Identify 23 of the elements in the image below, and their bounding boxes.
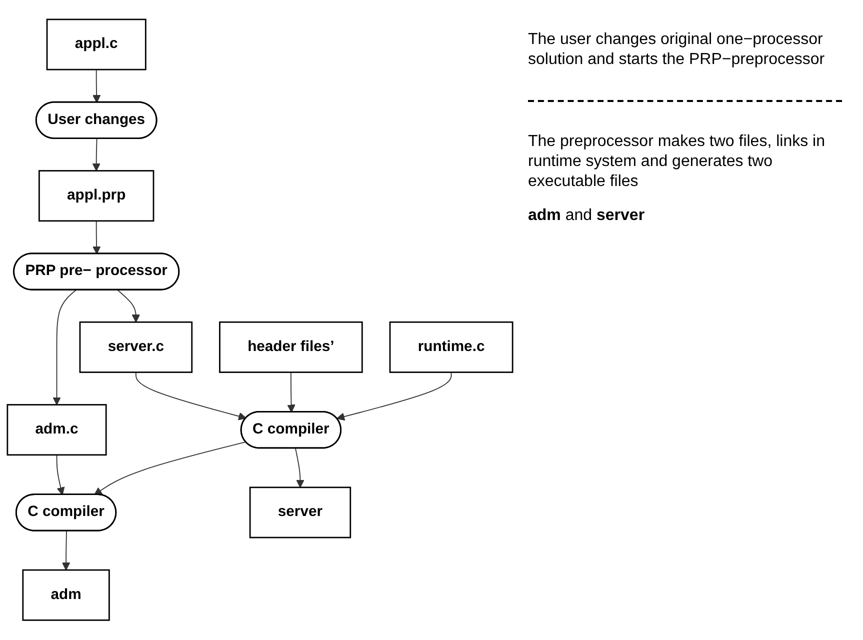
arrow [295, 448, 304, 488]
arrow [287, 372, 296, 413]
node-box: server [249, 486, 352, 538]
arrow [92, 69, 101, 104]
node-box: runtime.c [389, 322, 514, 374]
arrow [336, 372, 452, 421]
node-box: adm [22, 570, 110, 622]
node-box: appl.prp [38, 170, 154, 222]
node-box: header files’ [219, 322, 363, 374]
arrow [56, 454, 65, 496]
node-box: adm.c [6, 404, 107, 456]
arrow [62, 530, 70, 571]
arrow [117, 290, 140, 323]
node-box: appl.c [46, 18, 146, 70]
note-text: adm and server [528, 206, 646, 226]
node-box: server.c [79, 322, 193, 374]
arrow [52, 290, 76, 406]
note-text: The preprocessor makes two files, links in runtime system and generates two executable files [528, 132, 826, 192]
arrow [135, 372, 246, 420]
note-text: The user changes original one−processor solution and starts the PRP−preprocessor [528, 30, 826, 70]
arrow [94, 442, 246, 496]
arrow [92, 138, 100, 172]
arrow [92, 220, 101, 254]
